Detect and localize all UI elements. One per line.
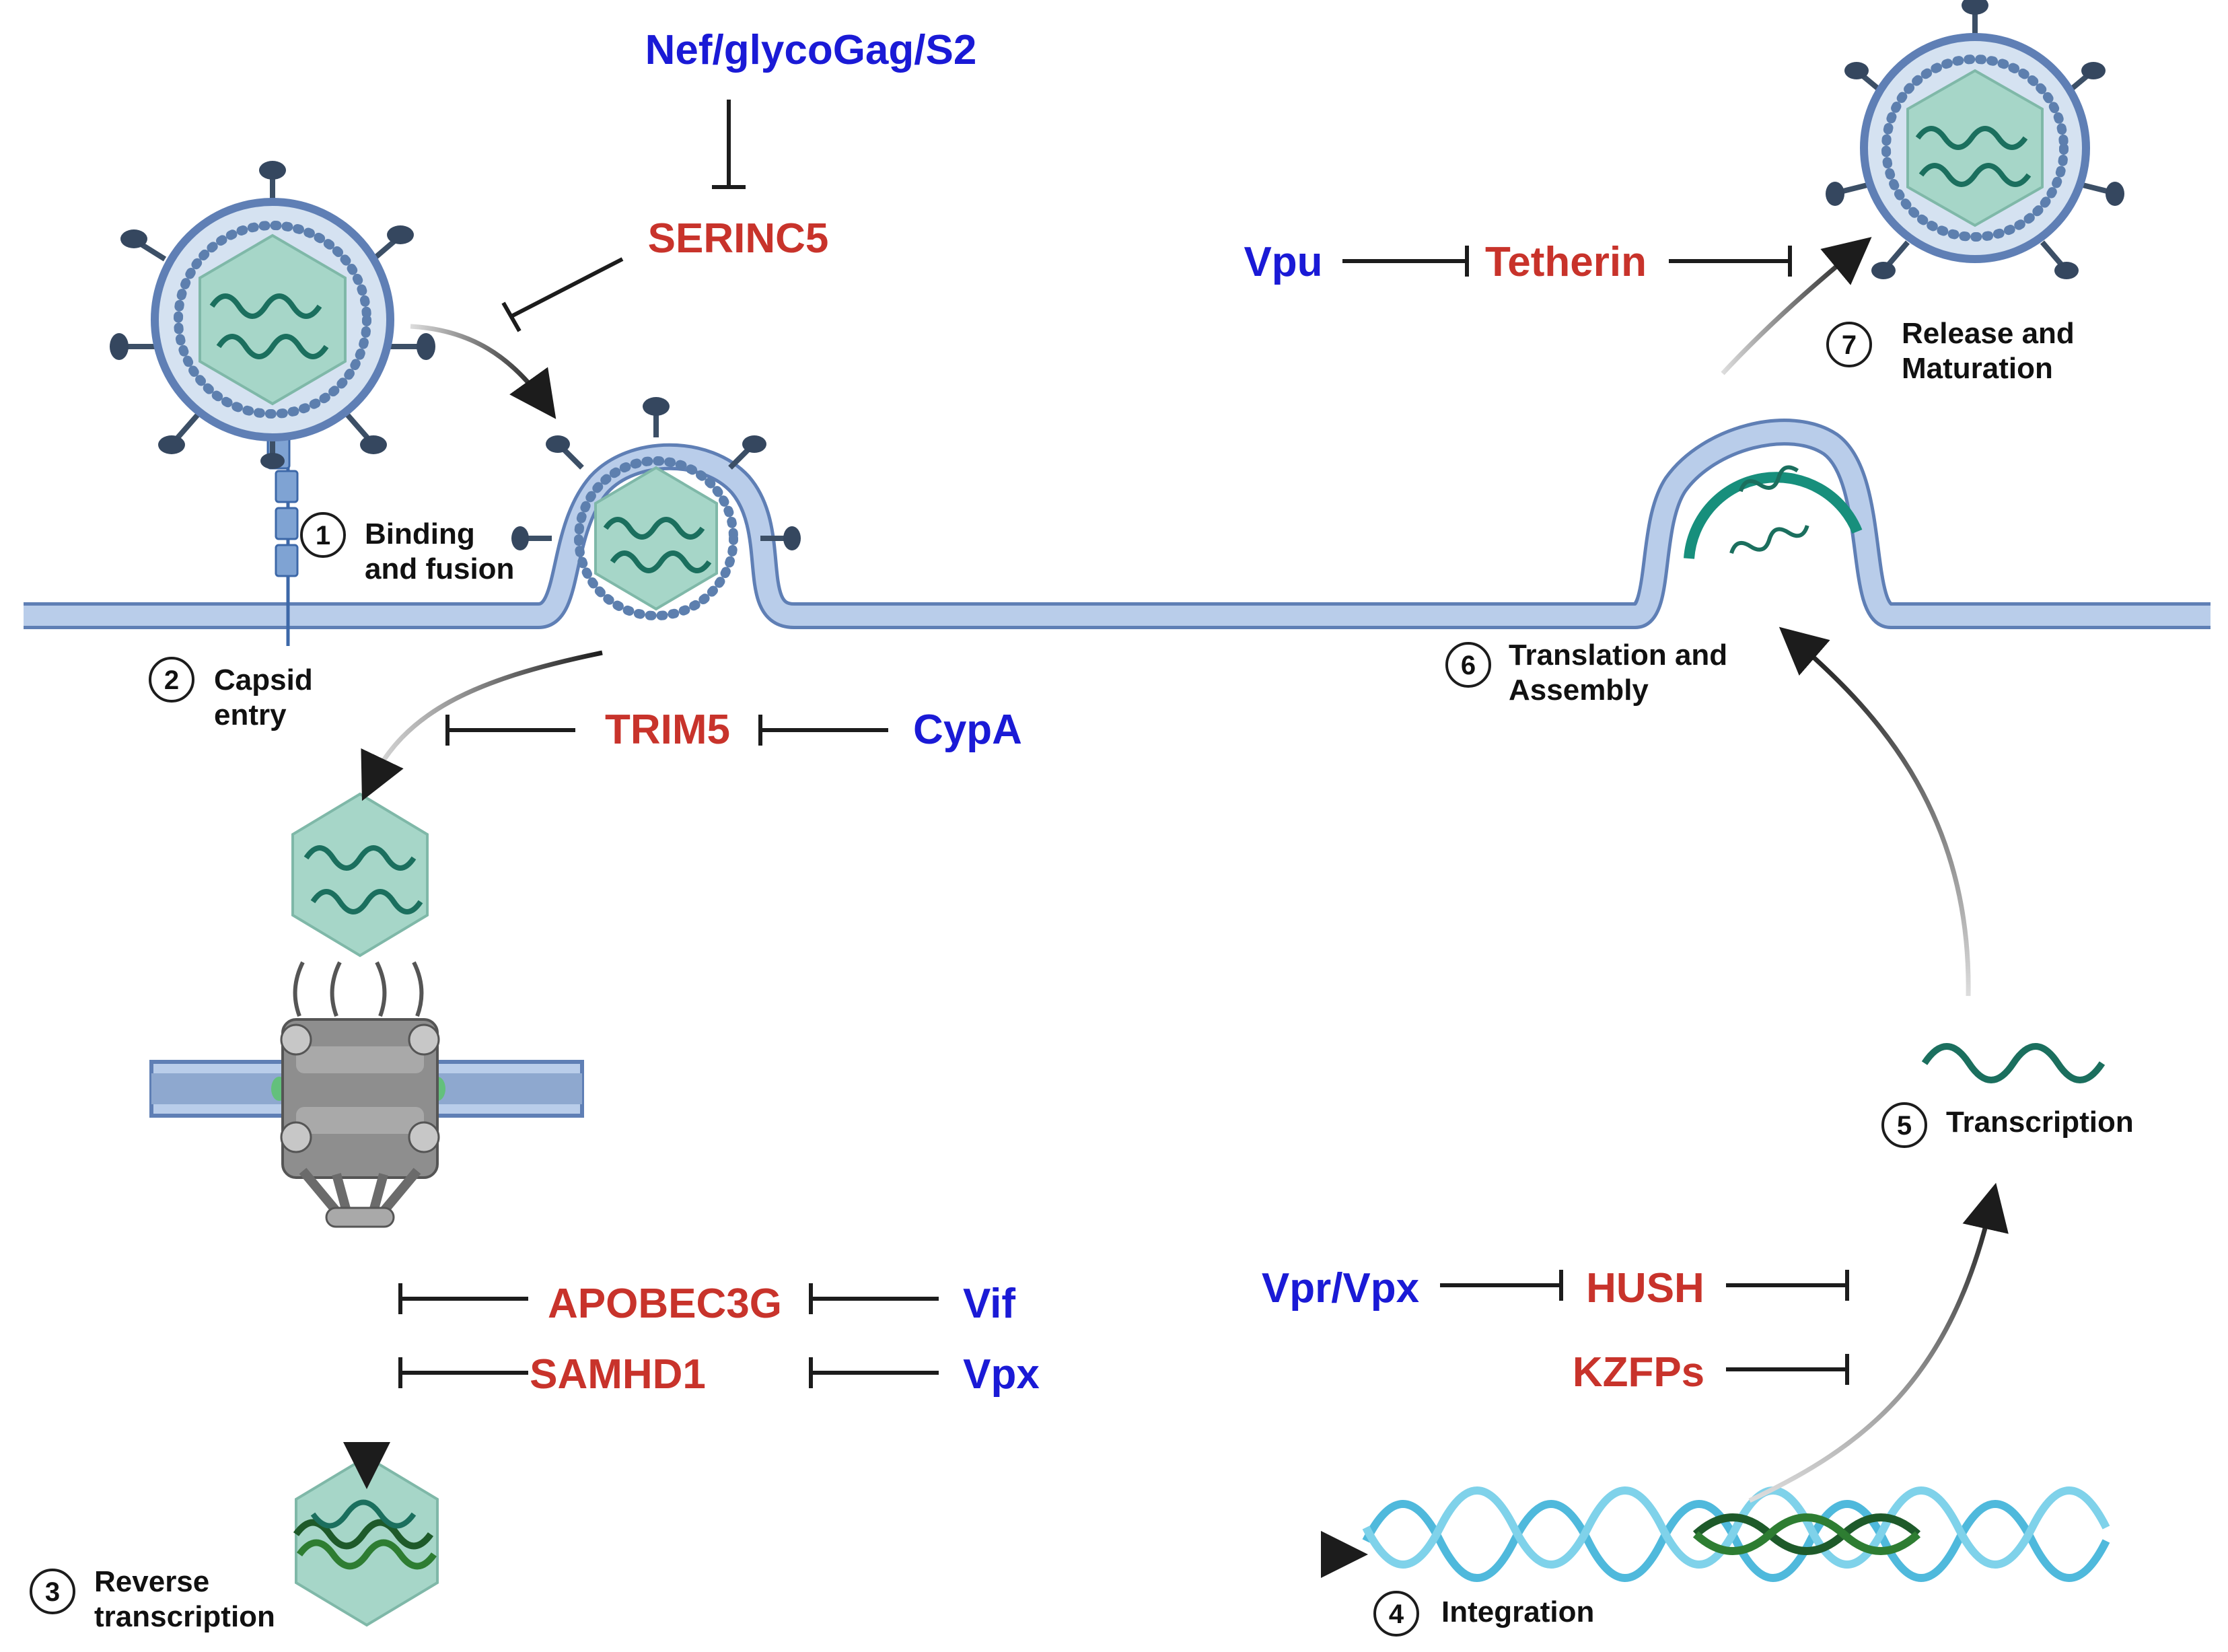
label-tetherin: Tetherin <box>1485 239 1647 285</box>
label-kzfps: KZFPs <box>1573 1349 1704 1396</box>
step-4-label-line-1: Integration <box>1441 1595 1594 1628</box>
label-cypa: CypA <box>913 707 1022 753</box>
step-6-marker: 6 Translation and Assembly <box>1445 639 1727 707</box>
step-1-label-line-1: Binding <box>365 517 475 550</box>
inh-serinc5-fusion <box>501 257 624 332</box>
arrow-integration-to-transcription <box>1748 1182 2009 1503</box>
inh-trim5-entry <box>445 715 575 746</box>
inh-vpu-tetherin <box>1342 246 1469 277</box>
integrated-provirus <box>1692 1513 1921 1555</box>
label-samhd1: SAMHD1 <box>530 1351 706 1398</box>
step-2-label-line-1: Capsid <box>214 663 313 696</box>
inh-hush-transcription <box>1726 1270 1849 1301</box>
inh-vif-apobec3g <box>809 1283 939 1314</box>
step-1-badge <box>300 512 346 558</box>
step-5-label-line-1: Transcription <box>1946 1106 2134 1139</box>
fusing-virion <box>511 397 801 620</box>
step-6-label-line-2: Assembly <box>1509 674 1649 707</box>
arrow-virion-to-fusion <box>410 324 556 419</box>
inh-kzfps-transcription <box>1726 1354 1849 1385</box>
inh-apobec3g-rt <box>398 1283 528 1314</box>
step-7-marker: 7 Release and Maturation <box>1826 317 2075 385</box>
step-1-marker: 1 Binding and fusion <box>300 512 514 585</box>
label-trim5: TRIM5 <box>605 707 730 753</box>
nuclear-pore-complex <box>149 961 584 1228</box>
step-1-label-line-2: and fusion <box>365 552 514 585</box>
cytoplasmic-capsid <box>291 792 429 958</box>
free-virion <box>110 161 435 469</box>
viral-mrna <box>1921 1043 2106 1083</box>
inh-vpx-samhd1 <box>809 1357 939 1388</box>
label-vpr-vpx: Vpr/Vpx <box>1262 1265 1420 1312</box>
step-3-marker: 3 Reverse transcription <box>30 1565 275 1633</box>
inh-tetherin-release <box>1669 246 1792 277</box>
step-7-badge <box>1826 322 1872 367</box>
budding-virion <box>1684 465 1863 559</box>
host-dna <box>1362 1486 2110 1582</box>
svg-text:1: 1 <box>316 521 330 550</box>
step-3-label-line-2: transcription <box>94 1600 275 1633</box>
inh-nef-serinc5 <box>712 100 746 189</box>
svg-text:5: 5 <box>1897 1111 1912 1141</box>
step-7-label-line-2: Maturation <box>1902 352 2053 385</box>
svg-text:2: 2 <box>164 666 179 695</box>
arrow-entry-to-capsid <box>361 650 603 801</box>
label-hush: HUSH <box>1586 1265 1704 1312</box>
label-vif: Vif <box>963 1281 1015 1327</box>
label-serinc5: SERINC5 <box>648 215 829 262</box>
reverse-transcription-complex <box>293 1455 439 1627</box>
mature-virion <box>1826 0 2124 279</box>
label-vpu: Vpu <box>1244 239 1322 285</box>
lifecycle-arrows <box>343 237 2009 1578</box>
inh-samhd1-rt <box>398 1357 528 1388</box>
step-4-marker: 4 Integration <box>1373 1591 1594 1637</box>
step-3-label-line-1: Reverse <box>94 1565 209 1598</box>
svg-text:4: 4 <box>1389 1600 1404 1629</box>
step-4-badge <box>1373 1591 1419 1637</box>
step-5-marker: 5 Transcription <box>1881 1102 2134 1148</box>
step-2-badge <box>149 657 194 703</box>
label-vpx: Vpx <box>963 1351 1040 1398</box>
arrow-transcription-to-assembly <box>1778 626 1971 997</box>
inh-vprvpx-hush <box>1440 1270 1563 1301</box>
step-5-badge <box>1881 1102 1927 1148</box>
svg-text:3: 3 <box>45 1577 60 1607</box>
step-3-badge <box>30 1569 75 1614</box>
inh-cypa-trim5 <box>758 715 888 746</box>
step-2-marker: 2 Capsid entry <box>149 657 313 731</box>
arrow-assembly-to-release <box>1721 237 1872 375</box>
svg-text:7: 7 <box>1842 330 1857 360</box>
step-7-label-line-1: Release and <box>1902 317 2075 350</box>
svg-text:6: 6 <box>1461 651 1476 680</box>
step-2-label-line-2: entry <box>214 698 287 731</box>
step-6-badge <box>1445 642 1491 688</box>
label-nef-glycogag-s2: Nef/glycoGag/S2 <box>645 27 977 73</box>
inhibition-lines <box>398 100 1849 1388</box>
step-6-label-line-1: Translation and <box>1509 639 1727 672</box>
plasma-membrane <box>24 419 2211 629</box>
label-apobec3g: APOBEC3G <box>548 1281 782 1327</box>
